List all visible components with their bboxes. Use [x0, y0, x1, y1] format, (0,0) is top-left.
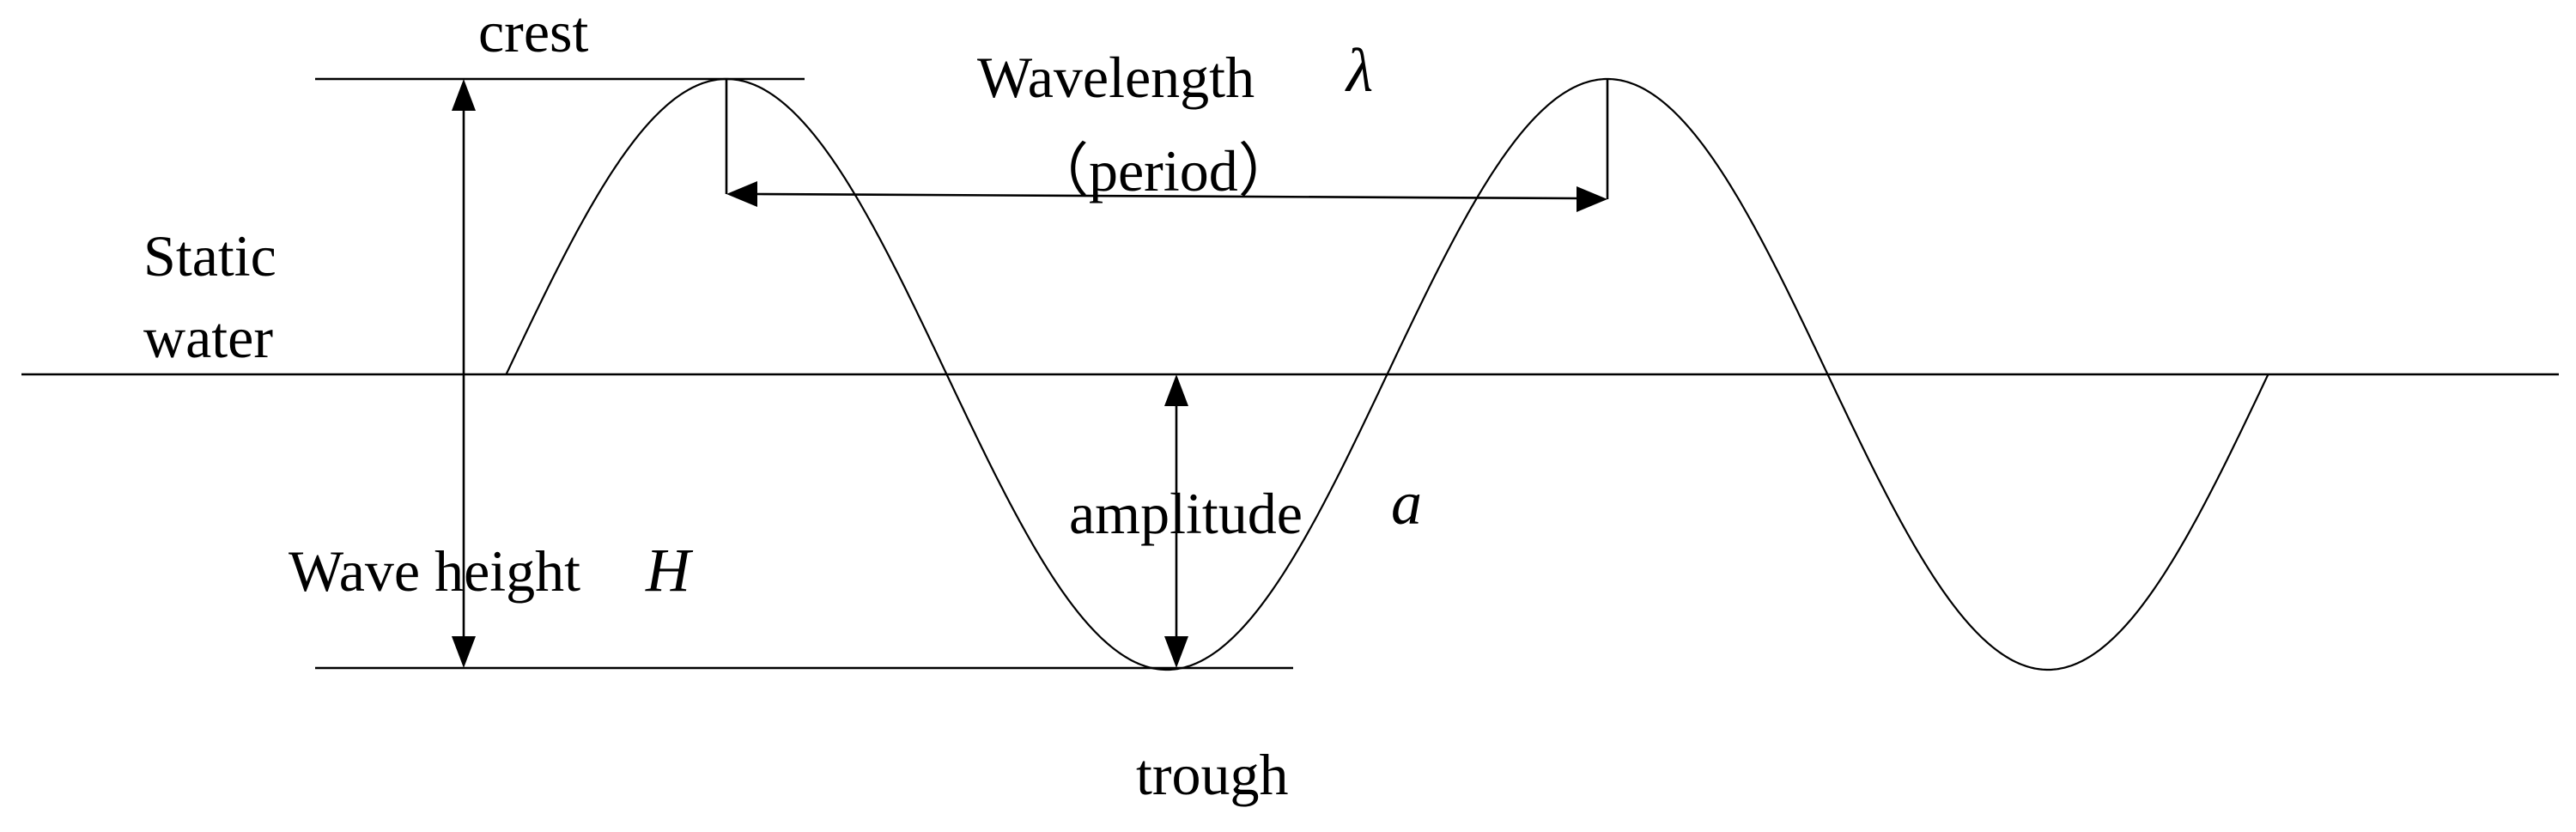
- static-water-label-line2: water: [143, 305, 273, 370]
- wave-height-arrow: [452, 79, 476, 668]
- amplitude-arrow: [1164, 374, 1188, 668]
- wavelength-arrow: [725, 79, 1609, 212]
- wave-height-arrow-bottom-head: [452, 636, 476, 668]
- wavelength-symbol: λ: [1345, 36, 1373, 105]
- wavelength-arrow-left-head: [726, 181, 757, 207]
- wave-height-symbol: H: [645, 536, 694, 604]
- wave-curve: [505, 77, 2269, 671]
- wave-height-label: Wave height: [289, 538, 580, 604]
- static-water-label-line1: Static: [143, 223, 276, 288]
- wave-height-arrow-top-head: [452, 79, 476, 111]
- amplitude-label: amplitude: [1069, 481, 1303, 546]
- amplitude-arrow-bottom-head: [1164, 636, 1188, 668]
- amplitude-arrow-top-head: [1164, 374, 1188, 406]
- wavelength-label: Wavelength: [977, 45, 1255, 110]
- trough-label: trough: [1136, 742, 1289, 807]
- wavelength-arrow-right-head: [1577, 186, 1607, 212]
- crest-label: crest: [478, 0, 588, 64]
- amplitude-symbol: a: [1391, 469, 1422, 537]
- period-label: （period）: [1030, 138, 1297, 203]
